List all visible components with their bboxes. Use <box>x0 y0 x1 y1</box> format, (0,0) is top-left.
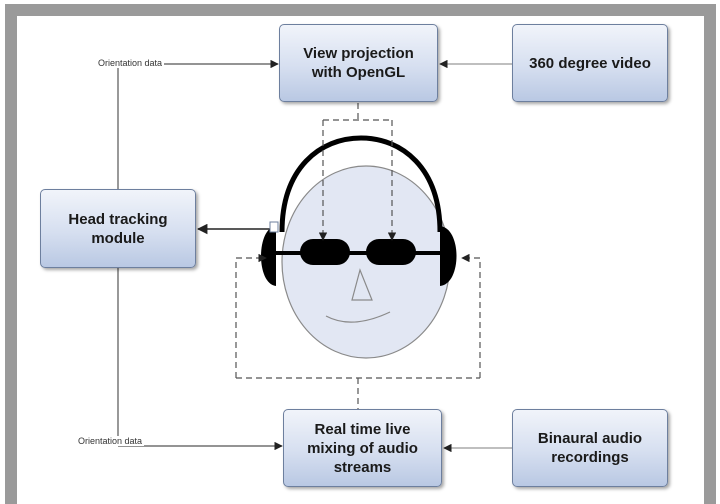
head-tracking-box: Head tracking module <box>40 189 196 268</box>
nose <box>351 268 373 301</box>
view-projection-box: View projection with OpenGL <box>279 24 438 102</box>
binaural-box: Binaural audio recordings <box>512 409 668 487</box>
video-dashed-path <box>318 103 397 241</box>
right-earcup <box>440 226 457 286</box>
audio-mixing-box: Real time live mixing of audio streams <box>283 409 442 487</box>
left-lens <box>300 239 350 265</box>
orientation-label-bottom: Orientation data <box>76 436 145 446</box>
audio-dashed-path <box>235 253 481 410</box>
orientation-connector-top <box>117 59 279 190</box>
left-earcup <box>261 226 276 286</box>
orientation-label-top: Orientation data <box>96 58 165 68</box>
right-lens <box>366 239 416 265</box>
video-360-box: 360 degree video <box>512 24 668 102</box>
orientation-connector-bottom <box>117 268 283 451</box>
headband <box>279 135 443 233</box>
mouth <box>325 311 391 323</box>
tracker-sensor <box>269 221 279 233</box>
head-illustration <box>261 135 457 359</box>
